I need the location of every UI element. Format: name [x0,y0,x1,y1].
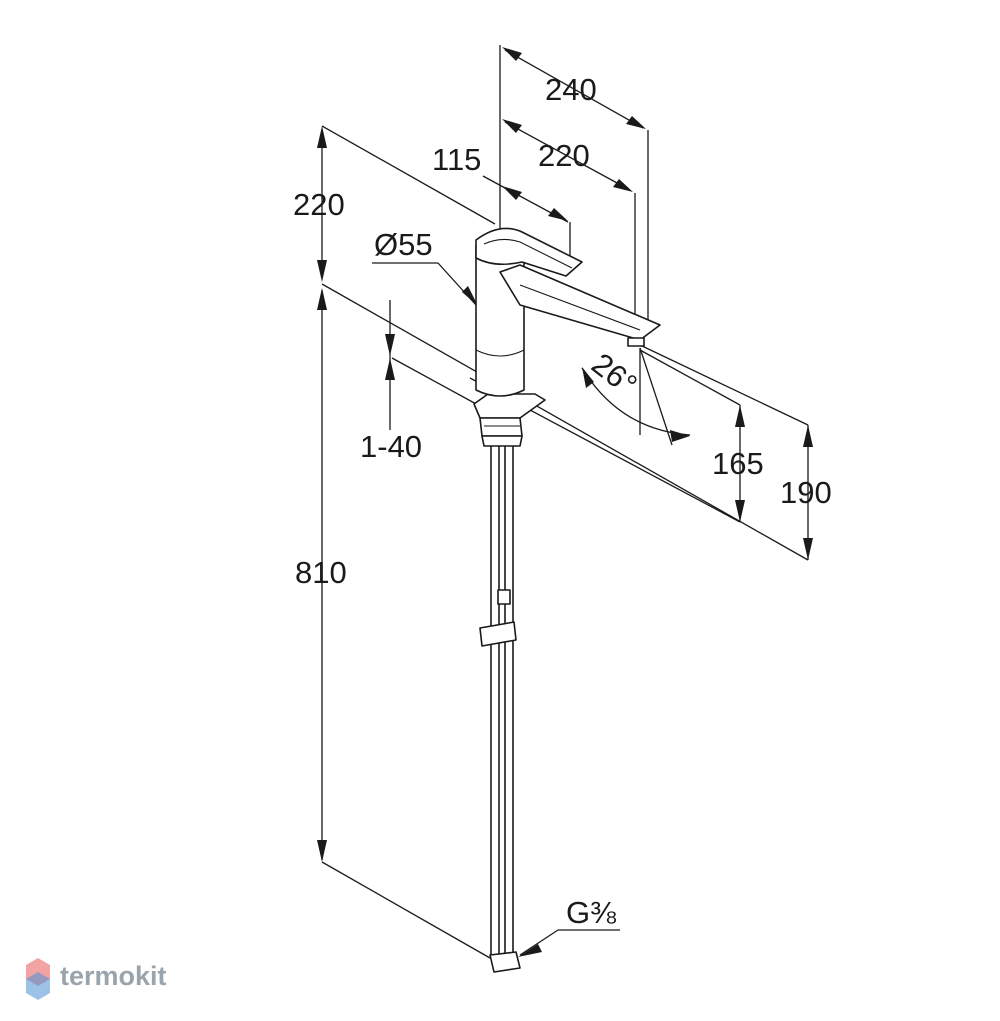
dim-220-height: 220 [293,187,345,222]
mounting-washer [481,435,523,447]
dim-diameter: Ø55 [374,227,433,262]
dim-thread: G⅜ [566,895,616,930]
watermark-brand: termokit [60,961,167,991]
mounting-plate [473,393,546,419]
spout [499,264,661,341]
dim-1-40: 1-40 [360,429,422,464]
hose-joint [497,589,511,605]
faucet [473,227,661,973]
hose-right [504,439,514,959]
hose-left [490,439,500,959]
dim-115: 115 [432,142,481,177]
hexagon-logo-icon [26,958,50,1000]
dimension-arrows [317,47,813,957]
hose-clip [479,621,517,647]
mounting-nut [479,417,523,437]
dim-190: 190 [780,475,832,510]
watermark: termokit [26,958,167,1000]
dim-220-reach: 220 [538,138,590,173]
lever [475,227,583,277]
dim-810: 810 [295,555,347,590]
dim-165: 165 [712,446,764,481]
hose-fitting [489,951,521,973]
dimension-lines [321,45,809,959]
dim-angle: 26° [585,346,643,402]
dim-240: 240 [545,72,597,107]
dimension-labels: 240 220 115 220 Ø55 1-40 26° 165 190 810… [293,72,832,930]
aerator [627,337,645,347]
